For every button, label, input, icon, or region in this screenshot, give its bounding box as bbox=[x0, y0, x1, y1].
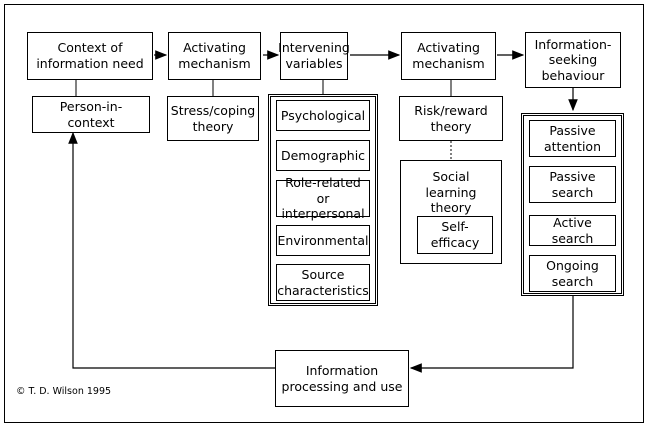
intervening-item-label: Demographic bbox=[280, 147, 366, 163]
seeking-item-label: Passive attention bbox=[543, 122, 602, 154]
self-efficacy-box: Self-efficacy bbox=[417, 216, 493, 254]
intervening-item-label: Environmental bbox=[277, 232, 369, 248]
intervening-item: Environmental bbox=[276, 225, 370, 256]
intervening-item-label: Source characteristics bbox=[277, 266, 369, 298]
activating-mechanism-box-2: Activating mechanism bbox=[401, 32, 496, 80]
seeking-item: Ongoing search bbox=[529, 255, 616, 292]
stress-label: Stress/coping theory bbox=[170, 102, 256, 134]
stress-coping-box: Stress/coping theory bbox=[167, 96, 259, 141]
person-in-context-box: Person-in-context bbox=[32, 96, 150, 133]
intervening-item: Psychological bbox=[276, 100, 370, 131]
risk-reward-box: Risk/reward theory bbox=[399, 96, 503, 141]
seeking-item-label: Active search bbox=[551, 214, 594, 246]
intervening-item-label: Role-related or interpersonal bbox=[281, 175, 365, 222]
context-label: Context of information need bbox=[36, 40, 144, 71]
activating-mechanism-box-1: Activating mechanism bbox=[168, 32, 261, 80]
arrow-seeking-to-processing bbox=[409, 296, 574, 373]
copyright-notice: © T. D. Wilson 1995 bbox=[16, 386, 112, 397]
intervening-item-label: Psychological bbox=[280, 107, 366, 123]
self-efficacy-label: Self-efficacy bbox=[430, 219, 480, 250]
intervening-item: Role-related or interpersonal bbox=[276, 175, 370, 221]
information-processing-box: Information processing and use bbox=[275, 350, 409, 407]
seeking-item: Active search bbox=[529, 215, 616, 246]
seeking-item: Passive search bbox=[529, 166, 616, 203]
intervening-label: Intervening variables bbox=[278, 40, 350, 71]
diagram-frame bbox=[4, 4, 644, 423]
context-box: Context of information need bbox=[27, 32, 153, 80]
information-seeking-label: Information- seeking behaviour bbox=[534, 36, 612, 83]
activating-label-1: Activating mechanism bbox=[178, 40, 251, 71]
intervening-variables-box: Intervening variables bbox=[278, 32, 350, 80]
intervening-item: Source characteristics bbox=[276, 264, 370, 301]
seeking-item: Passive attention bbox=[529, 120, 616, 157]
seeking-item-label: Passive search bbox=[549, 168, 596, 200]
processing-label: Information processing and use bbox=[281, 362, 403, 394]
seeking-item-label: Ongoing search bbox=[546, 257, 599, 289]
intervening-item: Demographic bbox=[276, 140, 370, 171]
activating-label-2: Activating mechanism bbox=[412, 40, 485, 71]
social-learning-label: Social learning theory bbox=[425, 169, 477, 216]
person-label: Person-in-context bbox=[59, 98, 123, 130]
arrow-processing-to-person bbox=[68, 131, 277, 369]
information-seeking-box: Information- seeking behaviour bbox=[525, 32, 621, 88]
risk-label: Risk/reward theory bbox=[414, 102, 488, 134]
